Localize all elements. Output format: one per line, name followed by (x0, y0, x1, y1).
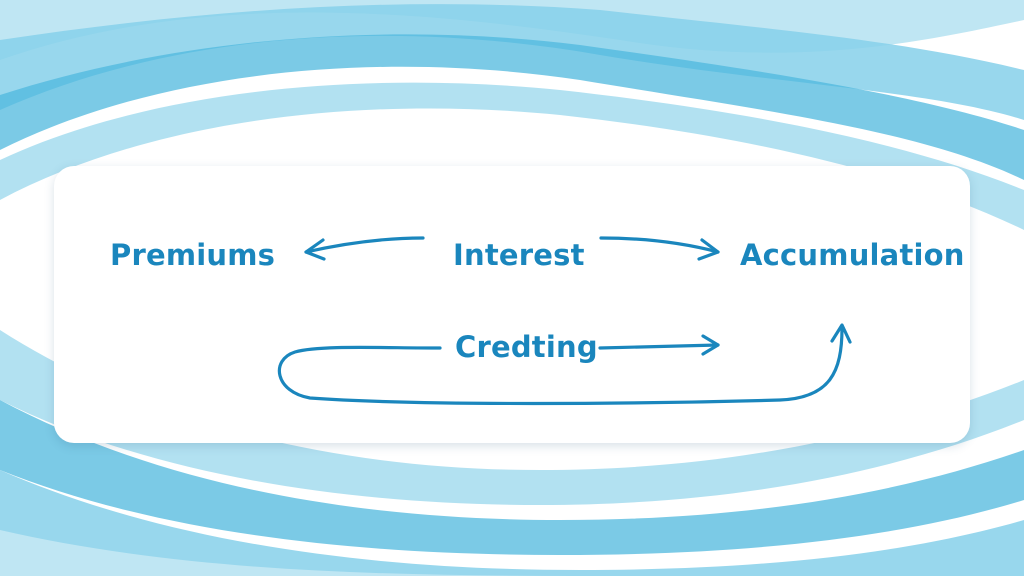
arrow-crediting-right (598, 343, 720, 350)
arrowhead-accumulation-icon (697, 238, 720, 261)
wave-band-bottom-3 (0, 470, 1024, 576)
arrowhead-loop-icon (830, 323, 852, 344)
wave-band-bottom-1 (0, 330, 1024, 505)
diagram-card (54, 166, 970, 443)
node-premiums: Premiums (110, 238, 276, 272)
arrow-loop-to-accumulation (277, 326, 844, 406)
wave-band-top-4 (0, 82, 1024, 230)
node-interest: Interest (453, 238, 585, 272)
arrow-interest-to-premiums (304, 236, 425, 254)
node-crediting: Credting (455, 330, 598, 364)
wave-band-bottom-2 (0, 400, 1024, 555)
wave-band-top-3 (0, 34, 1024, 180)
wave-band-top-2 (0, 4, 1024, 121)
node-accumulation: Accumulation (740, 238, 965, 272)
arrow-interest-to-accumulation (599, 236, 720, 254)
arrowhead-premiums-icon (304, 238, 326, 261)
wave-band-bottom-4 (0, 530, 640, 576)
arrowhead-crediting-icon (701, 334, 720, 356)
